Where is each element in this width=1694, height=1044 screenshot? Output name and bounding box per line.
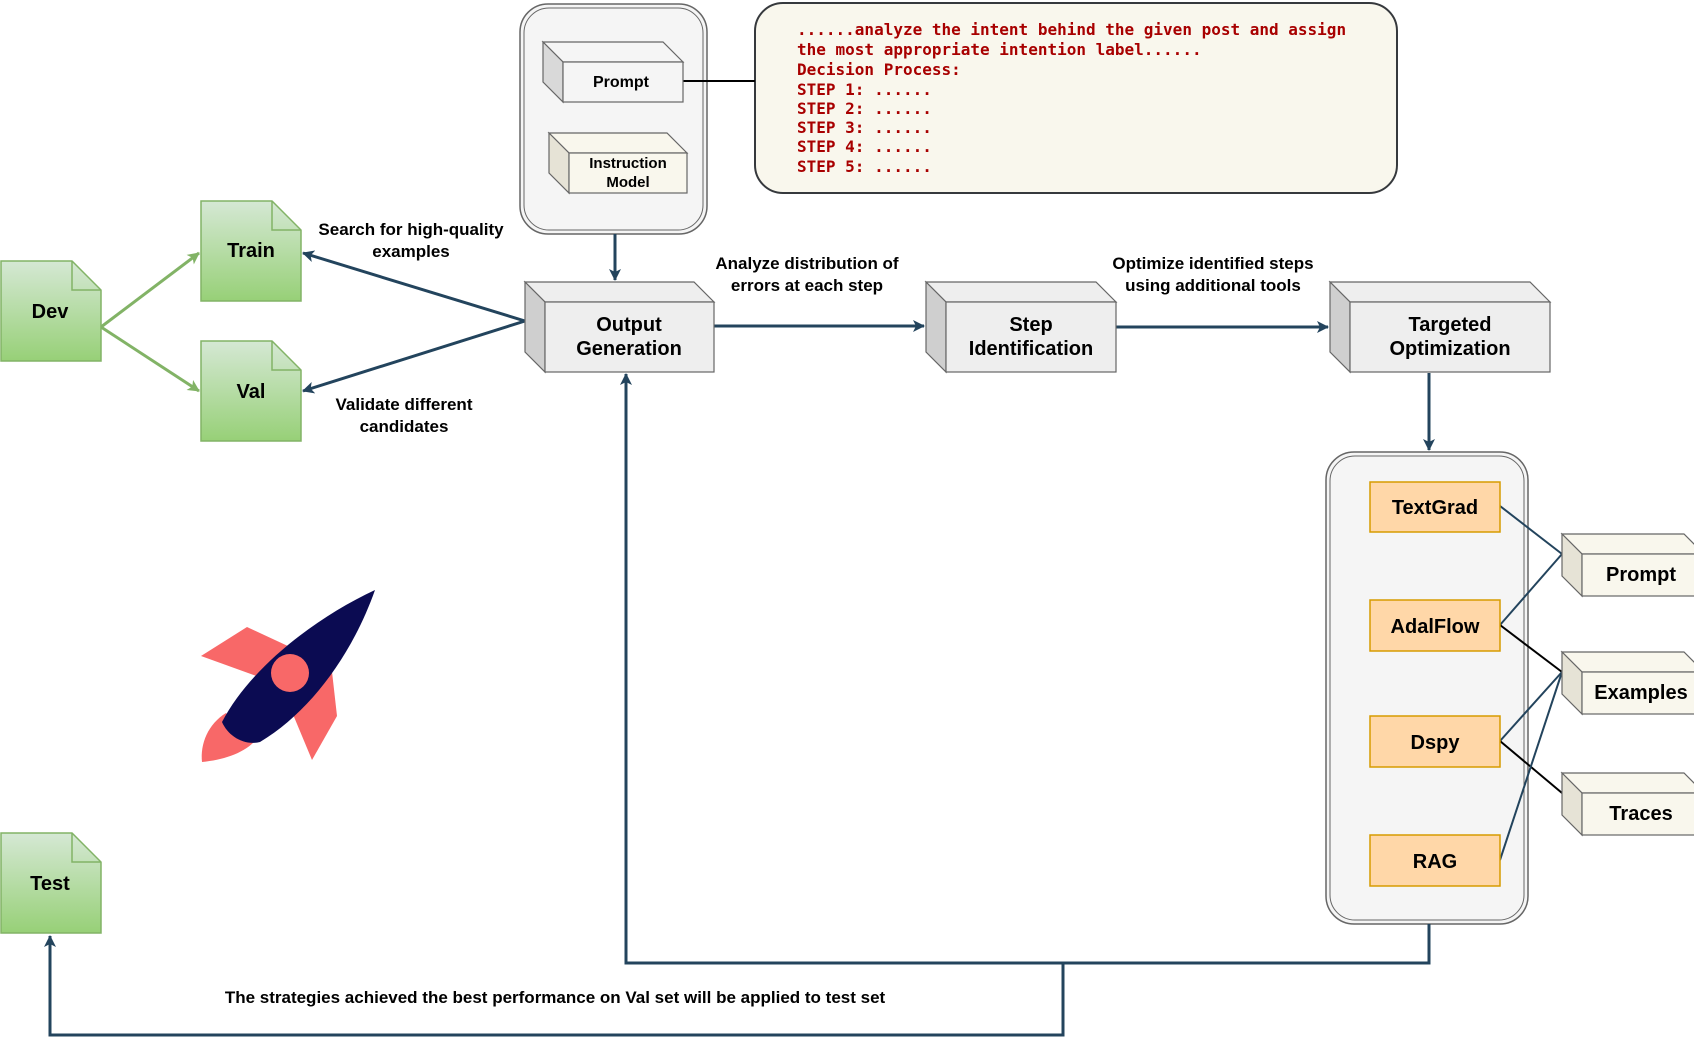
target-prompt-label: Prompt [1606,564,1676,586]
tool-adalflow: AdalFlow [1369,599,1501,652]
file-train: Train [200,200,302,302]
box-output-generation: Output Generation [523,280,716,374]
box-instruction-label-1: Instruction [589,155,667,172]
prompt-line-3: Decision Process: [797,60,961,79]
box-output-label-2: Generation [576,338,682,360]
tool-textgrad-label: TextGrad [1392,497,1478,519]
target-examples: Examples [1560,650,1694,716]
box-targeted-optimization: Targeted Optimization [1328,280,1552,374]
tools-group-container [1325,451,1529,925]
box-targeted-label-2: Optimization [1389,338,1510,360]
prompt-line-6: STEP 3: ...... [797,118,932,137]
file-dev: Dev [0,260,102,362]
box-instruction-label-2: Model [606,174,649,191]
file-test: Test [0,832,102,934]
file-train-label: Train [227,240,275,262]
tool-dspy-label: Dspy [1411,732,1461,754]
feedback-loop-to-output [620,373,1431,965]
prompt-line-8: STEP 5: ...... [797,157,932,176]
tool-adalflow-label: AdalFlow [1391,616,1480,638]
model-group-container [519,3,708,235]
file-dev-label: Dev [32,301,70,323]
svg-text:Search for high-quality: Search for high-quality [318,220,504,239]
svg-text:Analyze distribution of: Analyze distribution of [715,254,899,273]
box-instruction-model: Instruction Model [547,131,689,195]
box-output-label-1: Output [596,314,662,336]
svg-text:examples: examples [372,242,450,261]
tool-rag: RAG [1369,834,1501,887]
prompt-line-7: STEP 4: ...... [797,137,932,156]
svg-text:Validate different: Validate different [336,395,473,414]
edge-label-optimize: Optimize identified steps using addition… [1112,254,1313,295]
box-prompt-label: Prompt [593,74,650,91]
svg-text:using additional tools: using additional tools [1125,276,1301,295]
rocket-icon [201,590,375,762]
prompt-line-1: ......analyze the intent behind the give… [797,20,1346,39]
target-traces-label: Traces [1609,803,1672,825]
edge-label-analyze: Analyze distribution of errors at each s… [715,254,899,295]
prompt-line-4: STEP 1: ...... [797,80,932,99]
box-prompt: Prompt [541,40,685,104]
tool-rag-label: RAG [1413,851,1457,873]
file-test-label: Test [30,873,70,895]
target-examples-label: Examples [1594,682,1687,704]
edge-label-final: The strategies achieved the best perform… [225,988,886,1007]
arrow-to-test [44,935,1065,1037]
prompt-text-panel [754,2,1398,194]
box-targeted-label-1: Targeted [1409,314,1492,336]
prompt-line-2: the most appropriate intention label....… [797,40,1202,59]
tool-target-connections [1499,505,1563,861]
tool-dspy: Dspy [1369,715,1501,768]
edge-label-search: Search for high-quality examples [318,220,504,261]
svg-text:errors at each step: errors at each step [731,276,883,295]
prompt-line-5: STEP 2: ...... [797,99,932,118]
prompt-text-lines: ......analyze the intent behind the give… [797,20,1346,176]
box-step-label-1: Step [1009,314,1052,336]
box-step-identification: Step Identification [924,280,1118,374]
edge-label-validate: Validate different candidates [336,395,473,436]
target-traces: Traces [1560,771,1694,837]
arrow-output-to-val [302,319,526,394]
svg-text:Optimize identified steps: Optimize identified steps [1112,254,1313,273]
box-step-label-2: Identification [969,338,1093,360]
file-val: Val [200,340,302,442]
arrow-dev-to-train [100,251,200,329]
svg-text:candidates: candidates [360,417,449,436]
target-prompt: Prompt [1560,532,1694,598]
arrow-dev-to-val [100,325,200,393]
arrow-output-to-train [302,250,526,323]
file-val-label: Val [237,381,266,403]
tool-textgrad: TextGrad [1369,481,1501,533]
